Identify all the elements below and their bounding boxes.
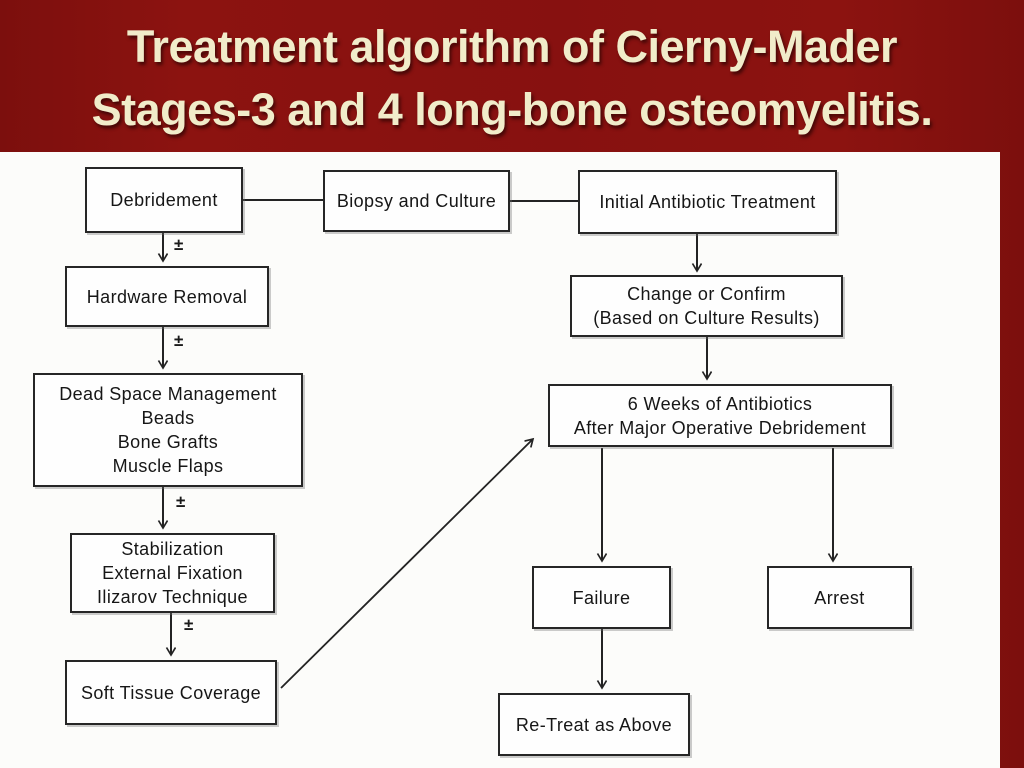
- slide-title: Treatment algorithm of Cierny-Mader Stag…: [0, 0, 1024, 152]
- node-arrest-label: Arrest: [814, 587, 865, 608]
- node-debridement: Debridement: [85, 167, 243, 233]
- node-six-weeks-antibiotics-label: 6 Weeks of Antibiotics After Major Opera…: [573, 393, 867, 438]
- title-line-2: Stages-3 and 4 long-bone osteomyelitis.: [91, 84, 933, 135]
- node-retreat-as-above-label: Re-Treat as Above: [515, 714, 673, 735]
- node-biopsy-and-culture: Biopsy and Culture: [323, 170, 510, 232]
- node-dead-space-management: Dead Space Management Beads Bone Grafts …: [33, 373, 303, 487]
- plus-minus-symbol: ±: [174, 235, 184, 254]
- node-retreat-as-above: Re-Treat as Above: [498, 693, 690, 756]
- title-line-1: Treatment algorithm of Cierny-Mader: [126, 21, 898, 72]
- node-initial-antibiotic-treatment: Initial Antibiotic Treatment: [578, 170, 837, 234]
- arrow-softtissue-sixweeks: [280, 439, 533, 689]
- plus-minus-symbol: ±: [174, 331, 184, 350]
- node-hardware-removal: Hardware Removal: [65, 266, 269, 327]
- node-dead-space-management-label: Dead Space Management Beads Bone Grafts …: [59, 384, 277, 476]
- node-arrest: Arrest: [767, 566, 912, 629]
- plus-minus-symbol: ±: [176, 492, 186, 511]
- node-change-or-confirm: Change or Confirm (Based on Culture Resu…: [570, 275, 843, 337]
- node-stabilization-label: Stabilization External Fixation Ilizarov…: [97, 539, 248, 607]
- node-stabilization: Stabilization External Fixation Ilizarov…: [70, 533, 275, 613]
- node-change-or-confirm-label: Change or Confirm (Based on Culture Resu…: [593, 284, 820, 328]
- node-soft-tissue-coverage: Soft Tissue Coverage: [65, 660, 277, 725]
- node-six-weeks-antibiotics: 6 Weeks of Antibiotics After Major Opera…: [548, 384, 892, 447]
- plus-minus-symbol: ±: [184, 615, 194, 634]
- node-biopsy-and-culture-label: Biopsy and Culture: [336, 191, 497, 211]
- node-initial-antibiotic-treatment-label: Initial Antibiotic Treatment: [599, 192, 816, 212]
- flowchart-panel: Debridement Biopsy and Culture Initial A…: [0, 152, 1000, 768]
- node-hardware-removal-label: Hardware Removal: [86, 286, 248, 307]
- node-failure-label: Failure: [572, 587, 631, 608]
- node-debridement-label: Debridement: [110, 190, 218, 210]
- node-soft-tissue-coverage-label: Soft Tissue Coverage: [80, 682, 262, 703]
- node-failure: Failure: [532, 566, 671, 629]
